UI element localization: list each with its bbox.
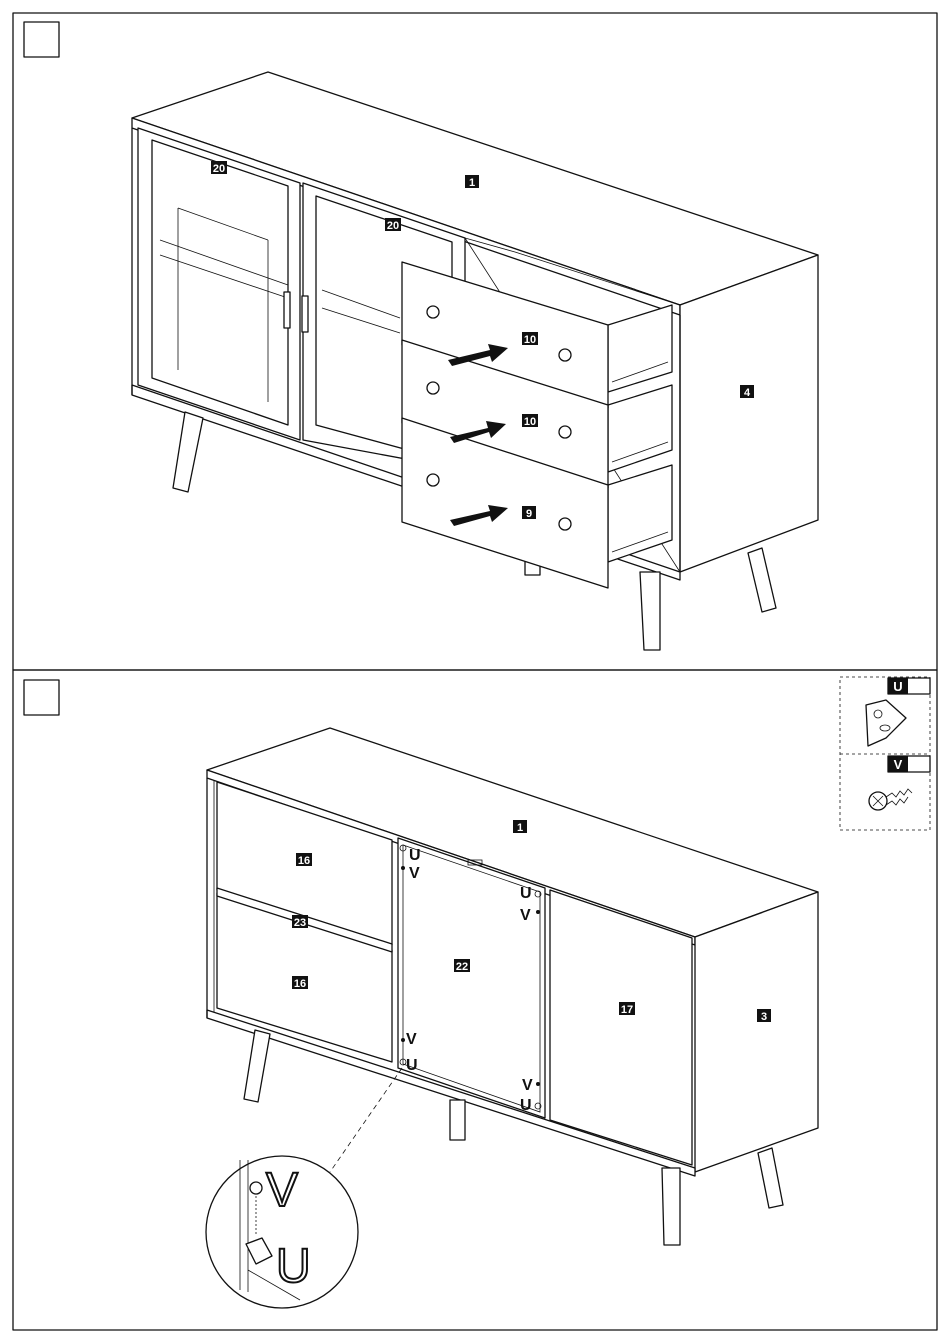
label-drawer-front-lower: 16 — [292, 976, 308, 990]
zoom-leader-line — [330, 1068, 402, 1172]
leg-front-left — [173, 412, 203, 492]
hardware-legend: U V — [840, 677, 930, 830]
zoom-callout-u: U — [276, 1240, 311, 1293]
label-glass-door-left: 20 — [211, 161, 227, 175]
label-drawer-front-upper: 16 — [296, 853, 312, 867]
screw-icon — [401, 1038, 405, 1042]
svg-text:3: 3 — [761, 1011, 767, 1023]
label-back-panel: 22 — [454, 959, 470, 973]
knob — [427, 306, 439, 318]
svg-text:16: 16 — [298, 855, 310, 867]
bracket-icon — [866, 700, 906, 746]
leg-back-right — [758, 1148, 783, 1208]
step1-number-box — [24, 22, 59, 57]
callout-u: U — [409, 847, 421, 864]
label-drawer-bottom: 9 — [522, 506, 536, 520]
callout-v: V — [409, 865, 420, 882]
drawer-box-bottom — [608, 465, 672, 562]
svg-text:4: 4 — [744, 387, 751, 399]
leg-center — [450, 1100, 465, 1140]
knob — [559, 426, 571, 438]
screw-icon — [536, 910, 540, 914]
label-right-door: 17 — [619, 1002, 635, 1016]
step2-sideboard — [206, 728, 818, 1308]
screw-icon — [869, 789, 912, 810]
drawer-box-top — [608, 305, 672, 392]
drawer-box-middle — [608, 385, 672, 472]
svg-text:17: 17 — [621, 1004, 633, 1016]
knob — [559, 349, 571, 361]
step2-number-box — [24, 680, 59, 715]
leg-front-left — [244, 1030, 270, 1102]
callout-u: U — [406, 1057, 418, 1074]
leg-front-right — [662, 1168, 680, 1245]
door-17 — [550, 890, 692, 1165]
svg-text:22: 22 — [456, 961, 468, 973]
callout-v: V — [520, 907, 531, 924]
handle-right — [302, 296, 308, 332]
side-panel-4 — [680, 255, 818, 572]
svg-text:10: 10 — [524, 416, 536, 428]
screw-icon — [250, 1182, 262, 1194]
svg-text:16: 16 — [294, 978, 306, 990]
side-panel-3 — [695, 892, 818, 1172]
label-side-panel-step2: 3 — [757, 1009, 771, 1023]
back-panel-22 — [398, 838, 545, 1118]
callout-v: V — [522, 1077, 533, 1094]
callout-v: V — [406, 1031, 417, 1048]
legend-letter-u: U — [893, 679, 902, 694]
label-divider: 23 — [292, 915, 308, 929]
label-glass-door-right: 20 — [385, 218, 401, 232]
svg-text:20: 20 — [213, 163, 225, 175]
knob — [559, 518, 571, 530]
svg-text:20: 20 — [387, 220, 399, 232]
leg-front-right — [640, 572, 660, 650]
leg-back-right — [748, 548, 776, 612]
label-drawer-top: 10 — [522, 332, 538, 346]
knob — [427, 382, 439, 394]
label-top-panel-step2: 1 — [513, 820, 527, 834]
svg-text:1: 1 — [517, 822, 523, 834]
svg-text:10: 10 — [524, 334, 536, 346]
zoom-callout-v: V — [266, 1164, 298, 1217]
callout-u: U — [520, 1097, 532, 1114]
knob — [427, 474, 439, 486]
legend-letter-v: V — [894, 757, 903, 772]
step1-sideboard — [132, 72, 818, 650]
screw-icon — [401, 866, 405, 870]
label-top-panel-step1: 1 — [465, 175, 479, 189]
svg-text:23: 23 — [294, 917, 306, 929]
screw-icon — [536, 1082, 540, 1086]
svg-text:9: 9 — [526, 508, 532, 520]
label-drawer-middle: 10 — [522, 414, 538, 428]
callout-u: U — [520, 885, 532, 902]
handle-left — [284, 292, 290, 328]
svg-text:1: 1 — [469, 177, 475, 189]
label-side-panel-step1: 4 — [740, 385, 754, 399]
